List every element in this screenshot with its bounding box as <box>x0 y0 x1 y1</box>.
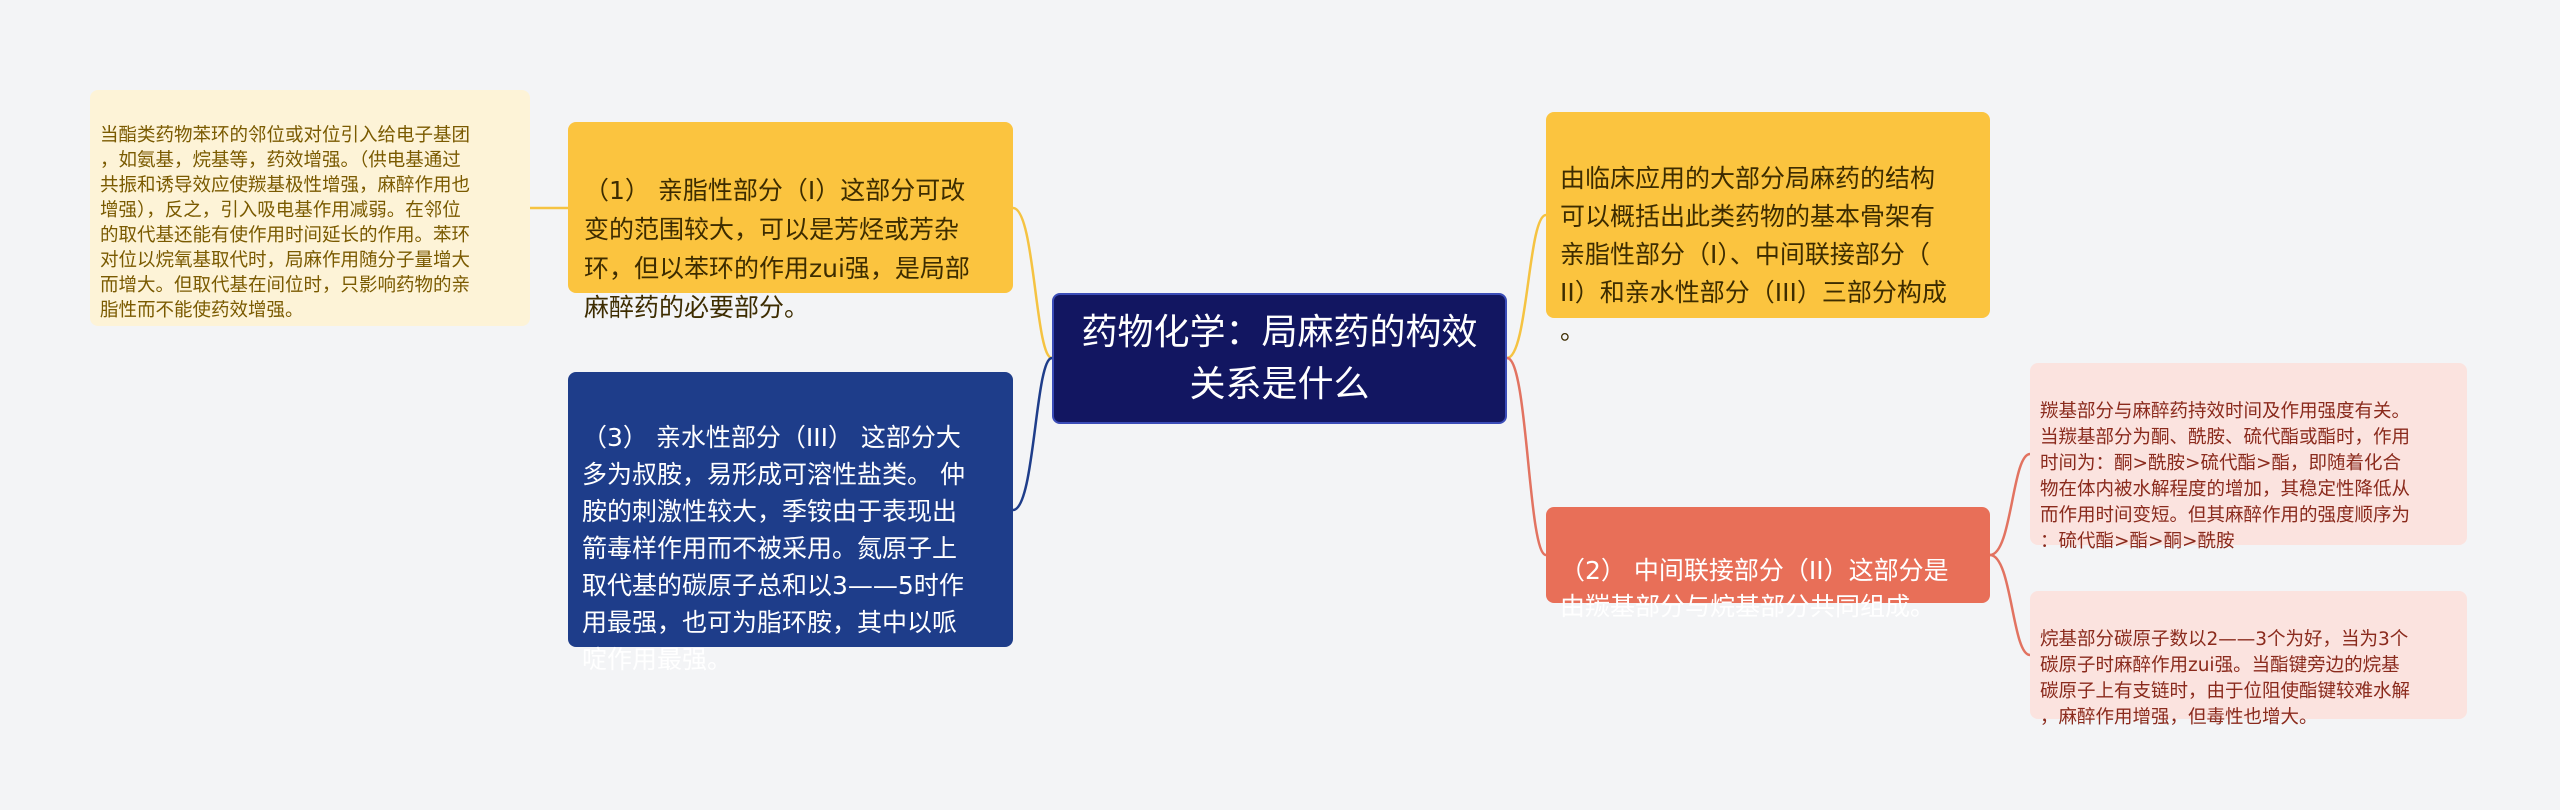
leaf-substituent[interactable]: 当酯类药物苯环的邻位或对位引入给电子基团 ，如氨基，烷基等，药效增强。（供电基通… <box>90 90 530 326</box>
branch-skeleton-text: 由临床应用的大部分局麻药的结构 可以概括出此类药物的基本骨架有 亲脂性部分（I）… <box>1560 164 1947 345</box>
central-topic[interactable]: 药物化学：局麻药的构效 关系是什么 <box>1052 293 1507 424</box>
edge-center-skeleton <box>1506 213 1547 360</box>
branch-lipophilic[interactable]: （1） 亲脂性部分（I）这部分可改 变的范围较大，可以是芳烃或芳杂 环，但以苯环… <box>568 122 1013 322</box>
central-topic-title: 药物化学：局麻药的构效 关系是什么 <box>1081 311 1478 405</box>
leaf-alkyl-text: 烷基部分碳原子数以2——3个为好，当为3个 碳原子时麻醉作用zui强。当酯键旁边… <box>2040 629 2411 728</box>
edge-center-lipophilic <box>1012 206 1053 360</box>
branch-linker-text: （2） 中间联接部分（II）这部分是 由羰基部分与烷基部分共同组成。 <box>1560 556 1949 621</box>
leaf-carbonyl[interactable]: 羰基部分与麻醉药持效时间及作用强度有关。 当羰基部分为酮、酰胺、硫代酯或酯时，作… <box>2030 363 2467 552</box>
leaf-alkyl[interactable]: 烷基部分碳原子数以2——3个为好，当为3个 碳原子时麻醉作用zui强。当酯键旁边… <box>2030 591 2467 728</box>
branch-skeleton[interactable]: 由临床应用的大部分局麻药的结构 可以概括出此类药物的基本骨架有 亲脂性部分（I）… <box>1546 112 1990 345</box>
branch-lipophilic-text: （1） 亲脂性部分（I）这部分可改 变的范围较大，可以是芳烃或芳杂 环，但以苯环… <box>584 176 970 322</box>
edge-center-hydrophilic <box>1012 356 1053 512</box>
branch-hydrophilic-text: （3） 亲水性部分（III） 这部分大 多为叔胺，易形成可溶性盐类。 仲 胺的刺… <box>582 423 965 674</box>
edge-linker-alkyl <box>1989 553 2031 657</box>
leaf-substituent-text: 当酯类药物苯环的邻位或对位引入给电子基团 ，如氨基，烷基等，药效增强。（供电基通… <box>100 125 471 321</box>
branch-linker[interactable]: （2） 中间联接部分（II）这部分是 由羰基部分与烷基部分共同组成。 <box>1546 507 1990 621</box>
edge-center-linker <box>1506 356 1547 557</box>
branch-hydrophilic[interactable]: （3） 亲水性部分（III） 这部分大 多为叔胺，易形成可溶性盐类。 仲 胺的刺… <box>568 372 1013 674</box>
leaf-carbonyl-text: 羰基部分与麻醉药持效时间及作用强度有关。 当羰基部分为酮、酰胺、硫代酯或酯时，作… <box>2040 401 2411 552</box>
edge-linker-carbonyl <box>1989 452 2031 557</box>
